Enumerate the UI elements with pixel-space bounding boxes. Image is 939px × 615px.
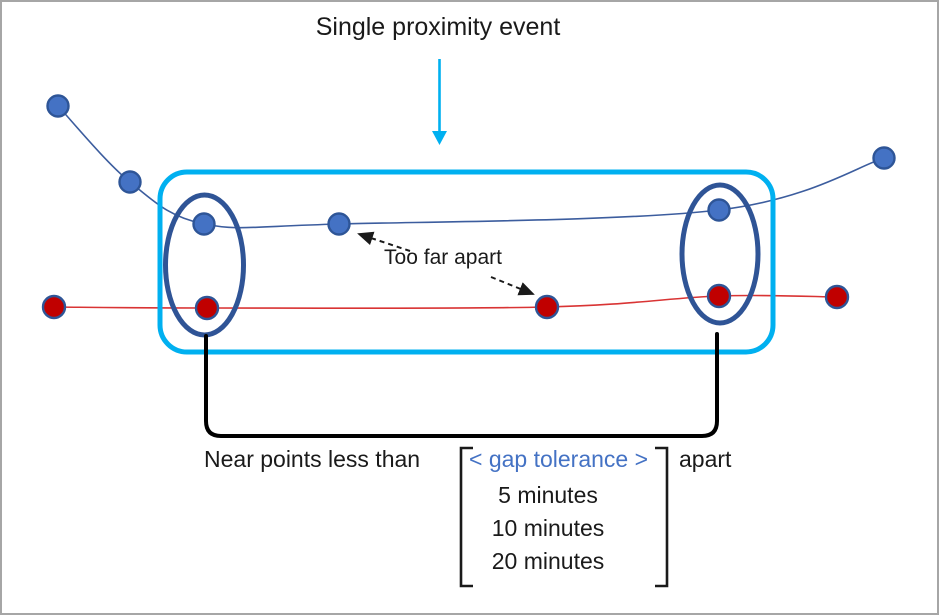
blue-track-point bbox=[46, 94, 70, 118]
blue-track-point bbox=[327, 212, 351, 236]
blue-track-points bbox=[46, 94, 896, 236]
title-arrow-head bbox=[432, 131, 447, 145]
too-far-apart-label: Too far apart bbox=[384, 246, 502, 269]
near-points-suffix-label: apart bbox=[679, 446, 732, 472]
gap-option-10-minutes: 10 minutes bbox=[491, 515, 605, 541]
gap-option-5-minutes: 5 minutes bbox=[498, 482, 598, 508]
options-bracket-right bbox=[655, 446, 669, 588]
gap-span-bracket bbox=[204, 332, 719, 438]
blue-track-point bbox=[707, 198, 731, 222]
red-track-line bbox=[53, 294, 838, 310]
proximity-event-window bbox=[157, 169, 776, 355]
red-track-point bbox=[534, 294, 560, 320]
red-track-point bbox=[194, 295, 220, 321]
red-track-points bbox=[41, 283, 850, 321]
options-bracket-left bbox=[459, 446, 473, 588]
blue-track-point bbox=[192, 212, 216, 236]
blue-track-point bbox=[118, 170, 142, 194]
red-track-point bbox=[824, 284, 850, 310]
near-pair-ellipse-right bbox=[679, 182, 761, 326]
diagram-title: Single proximity event bbox=[315, 13, 561, 41]
blue-track-point bbox=[872, 146, 896, 170]
gap-tolerance-label: < gap tolerance > bbox=[469, 446, 649, 472]
too-far-arrow-to-red bbox=[490, 276, 535, 296]
red-track-point bbox=[41, 294, 67, 320]
gap-option-20-minutes: 20 minutes bbox=[491, 548, 605, 574]
near-points-prefix-label: Near points less than bbox=[204, 446, 421, 472]
red-track-point bbox=[706, 283, 732, 309]
